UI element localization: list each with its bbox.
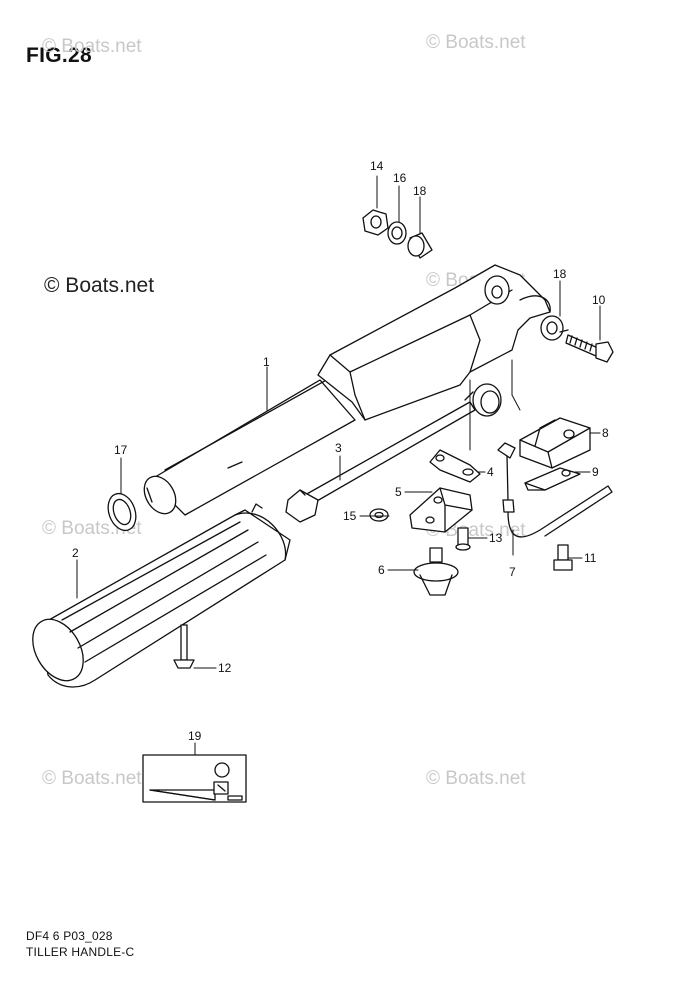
- callout-part-8: 8: [602, 426, 609, 440]
- caution-label: [142, 754, 247, 803]
- diagram-name: TILLER HANDLE-C: [26, 945, 135, 959]
- friction-knob: [413, 547, 459, 596]
- figure-title: FIG.28: [26, 44, 92, 67]
- screw-12: [173, 624, 195, 669]
- callout-part-18-top: 18: [413, 184, 427, 198]
- callout-part-3: 3: [335, 441, 342, 455]
- callout-part-13: 13: [489, 531, 503, 545]
- callout-part-19: 19: [188, 729, 202, 743]
- callout-part-18-right: 18: [553, 267, 567, 281]
- callout-part-10: 10: [592, 293, 606, 307]
- o-ring: [107, 492, 137, 532]
- callout-part-11: 11: [584, 551, 597, 565]
- watermark: © Boats.net: [426, 768, 526, 789]
- lock-plate: [429, 449, 481, 483]
- callout-part-12: 12: [218, 661, 232, 675]
- mounting-bracket: [519, 417, 591, 469]
- throttle-bracket: [409, 487, 473, 533]
- leader-lines: [76, 175, 601, 756]
- screw-13: [455, 527, 471, 551]
- callout-part-9: 9: [592, 465, 599, 479]
- diagram-code: DF4 6 P03_028: [26, 929, 113, 943]
- callout-part-7: 7: [509, 565, 516, 579]
- stop-cable: [497, 442, 613, 538]
- callout-part-17: 17: [114, 443, 128, 457]
- callout-part-15: 15: [343, 509, 357, 523]
- bolt-assembly: [540, 315, 614, 363]
- tiller-handle-arm: [143, 264, 551, 516]
- bolt-11: [553, 544, 573, 571]
- pivot-hardware: [362, 209, 433, 259]
- throttle-shaft: [285, 401, 476, 523]
- watermark: © Boats.net: [42, 36, 142, 57]
- throttle-grip: [32, 503, 291, 688]
- watermark-copyright: © Boats.net: [44, 274, 155, 297]
- callout-part-6: 6: [378, 563, 385, 577]
- lock-washer: [369, 508, 389, 522]
- callout-part-14: 14: [370, 159, 384, 173]
- callout-part-2: 2: [72, 546, 79, 560]
- callout-part-1: 1: [263, 355, 270, 369]
- callout-part-16: 16: [393, 171, 407, 185]
- stop-plate: [524, 467, 581, 491]
- callout-part-4: 4: [487, 465, 494, 479]
- watermark: © Boats.net: [42, 768, 142, 789]
- callout-part-5: 5: [395, 485, 402, 499]
- watermark: © Boats.net: [426, 32, 526, 53]
